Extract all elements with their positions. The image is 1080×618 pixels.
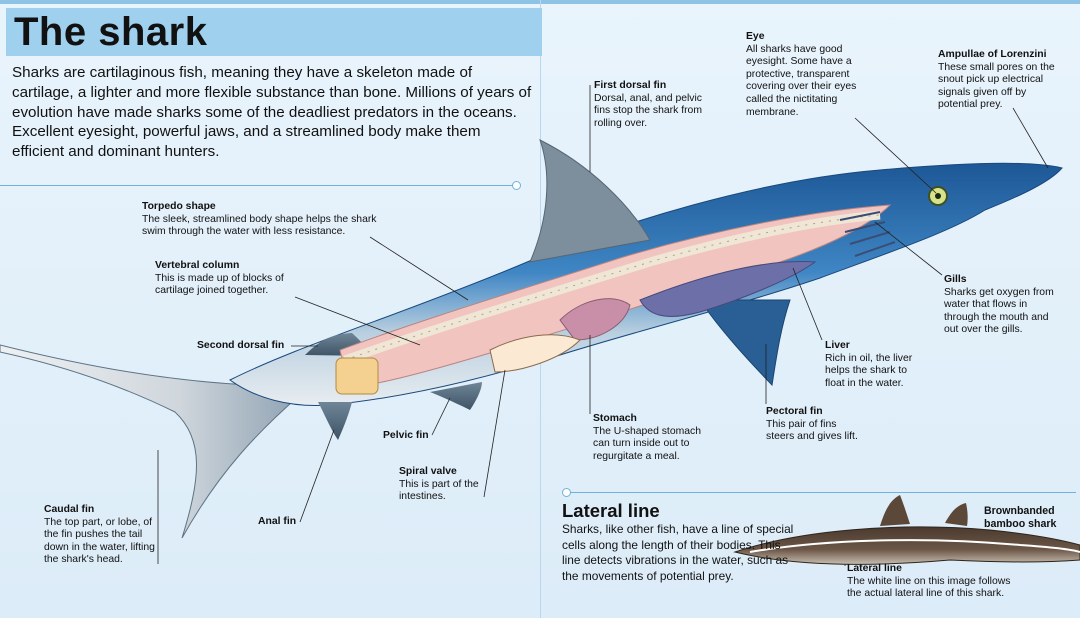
page-title: The shark — [14, 10, 208, 54]
lateral-title: Lateral line — [562, 500, 660, 521]
label-eye: Eye All sharks have good eyesight. Some … — [746, 31, 858, 119]
species-label: Brownbanded bamboo shark — [984, 505, 1068, 530]
title-box — [6, 8, 542, 56]
intro-divider — [0, 185, 514, 186]
lateral-caption: Lateral line The white line on this imag… — [847, 563, 1027, 601]
lateral-divider-dot — [562, 488, 571, 497]
label-ampullae: Ampullae of Lorenzini These small pores … — [938, 49, 1064, 112]
lateral-caption-heading: Lateral line — [847, 563, 902, 574]
label-gills: Gills Sharks get oxygen from water that … — [944, 274, 1056, 337]
leader-lines — [157, 85, 1049, 566]
label-anal-heading: Anal fin — [258, 516, 297, 527]
label-liver: Liver Rich in oil, the liver helps the s… — [825, 340, 925, 390]
label-vertebral: Vertebral column This is made up of bloc… — [155, 260, 313, 298]
label-liver-text: Rich in oil, the liver helps the shark t… — [825, 352, 913, 389]
liver — [639, 261, 817, 317]
label-first-dorsal-text: Dorsal, anal, and pelvic fins stop the s… — [594, 92, 703, 129]
divider-dot — [512, 181, 521, 190]
label-eye-heading: Eye — [746, 31, 765, 42]
lateral-divider — [566, 492, 1076, 493]
label-torpedo-heading: Torpedo shape — [142, 201, 216, 212]
first-dorsal-fin — [529, 139, 651, 263]
caudal-fin — [0, 344, 302, 539]
label-caudal-text: The top part, or lobe, of the fin pushes… — [44, 516, 155, 566]
label-ampullae-heading: Ampullae of Lorenzini — [938, 49, 1047, 60]
bamboo-shark-illustration — [733, 495, 1080, 565]
label-liver-heading: Liver — [825, 340, 850, 351]
label-spiral: Spiral valve This is part of the intesti… — [399, 466, 491, 504]
cutaway — [339, 204, 892, 387]
label-torpedo-text: The sleek, streamlined body shape helps … — [142, 213, 377, 238]
lateral-text: Sharks, like other fish, have a line of … — [562, 522, 794, 583]
lateral-caption-text: The white line on this image follows the… — [847, 575, 1011, 600]
label-vertebral-text: This is made up of blocks of cartilage j… — [155, 272, 284, 297]
label-first-dorsal-heading: First dorsal fin — [594, 80, 667, 91]
label-pelvic-heading: Pelvic fin — [383, 430, 429, 441]
label-pectoral: Pectoral fin This pair of fins steers an… — [766, 406, 866, 444]
pectoral-fin — [699, 299, 791, 387]
label-caudal: Caudal fin The top part, or lobe, of the… — [44, 504, 158, 567]
lateral-line-trace — [749, 539, 1080, 553]
intro-paragraph: Sharks are cartilaginous fish, meaning t… — [12, 64, 532, 161]
anal-fin — [318, 402, 352, 440]
label-stomach-text: The U-shaped stomach can turn inside out… — [593, 425, 702, 462]
label-spiral-text: This is part of the intestines. — [399, 478, 479, 503]
label-caudal-heading: Caudal fin — [44, 504, 95, 515]
cartilage-blocks — [335, 357, 379, 395]
label-eye-text: All sharks have good eyesight. Some have… — [746, 43, 857, 118]
label-second-dorsal-heading: Second dorsal fin — [197, 340, 285, 351]
label-anal: Anal fin — [258, 516, 296, 529]
label-spiral-heading: Spiral valve — [399, 466, 457, 477]
label-gills-text: Sharks get oxygen from water that flows … — [944, 286, 1054, 336]
label-stomach-heading: Stomach — [593, 413, 637, 424]
label-first-dorsal: First dorsal fin Dorsal, anal, and pelvi… — [594, 80, 704, 130]
label-pelvic: Pelvic fin — [383, 430, 429, 443]
label-ampullae-text: These small pores on the snout pick up e… — [938, 61, 1055, 111]
label-gills-heading: Gills — [944, 274, 967, 285]
spiral-valve — [489, 334, 581, 373]
label-torpedo: Torpedo shape The sleek, streamlined bod… — [142, 201, 392, 239]
label-second-dorsal: Second dorsal fin — [197, 340, 284, 353]
label-pectoral-text: This pair of fins steers and gives lift. — [766, 418, 858, 443]
stomach — [559, 298, 631, 341]
label-pectoral-heading: Pectoral fin — [766, 406, 823, 417]
pelvic-fin — [430, 382, 482, 410]
label-stomach: Stomach The U-shaped stomach can turn in… — [593, 413, 713, 463]
gills — [839, 211, 896, 257]
species-name: Brownbanded bamboo shark — [984, 505, 1057, 530]
label-vertebral-heading: Vertebral column — [155, 260, 240, 271]
